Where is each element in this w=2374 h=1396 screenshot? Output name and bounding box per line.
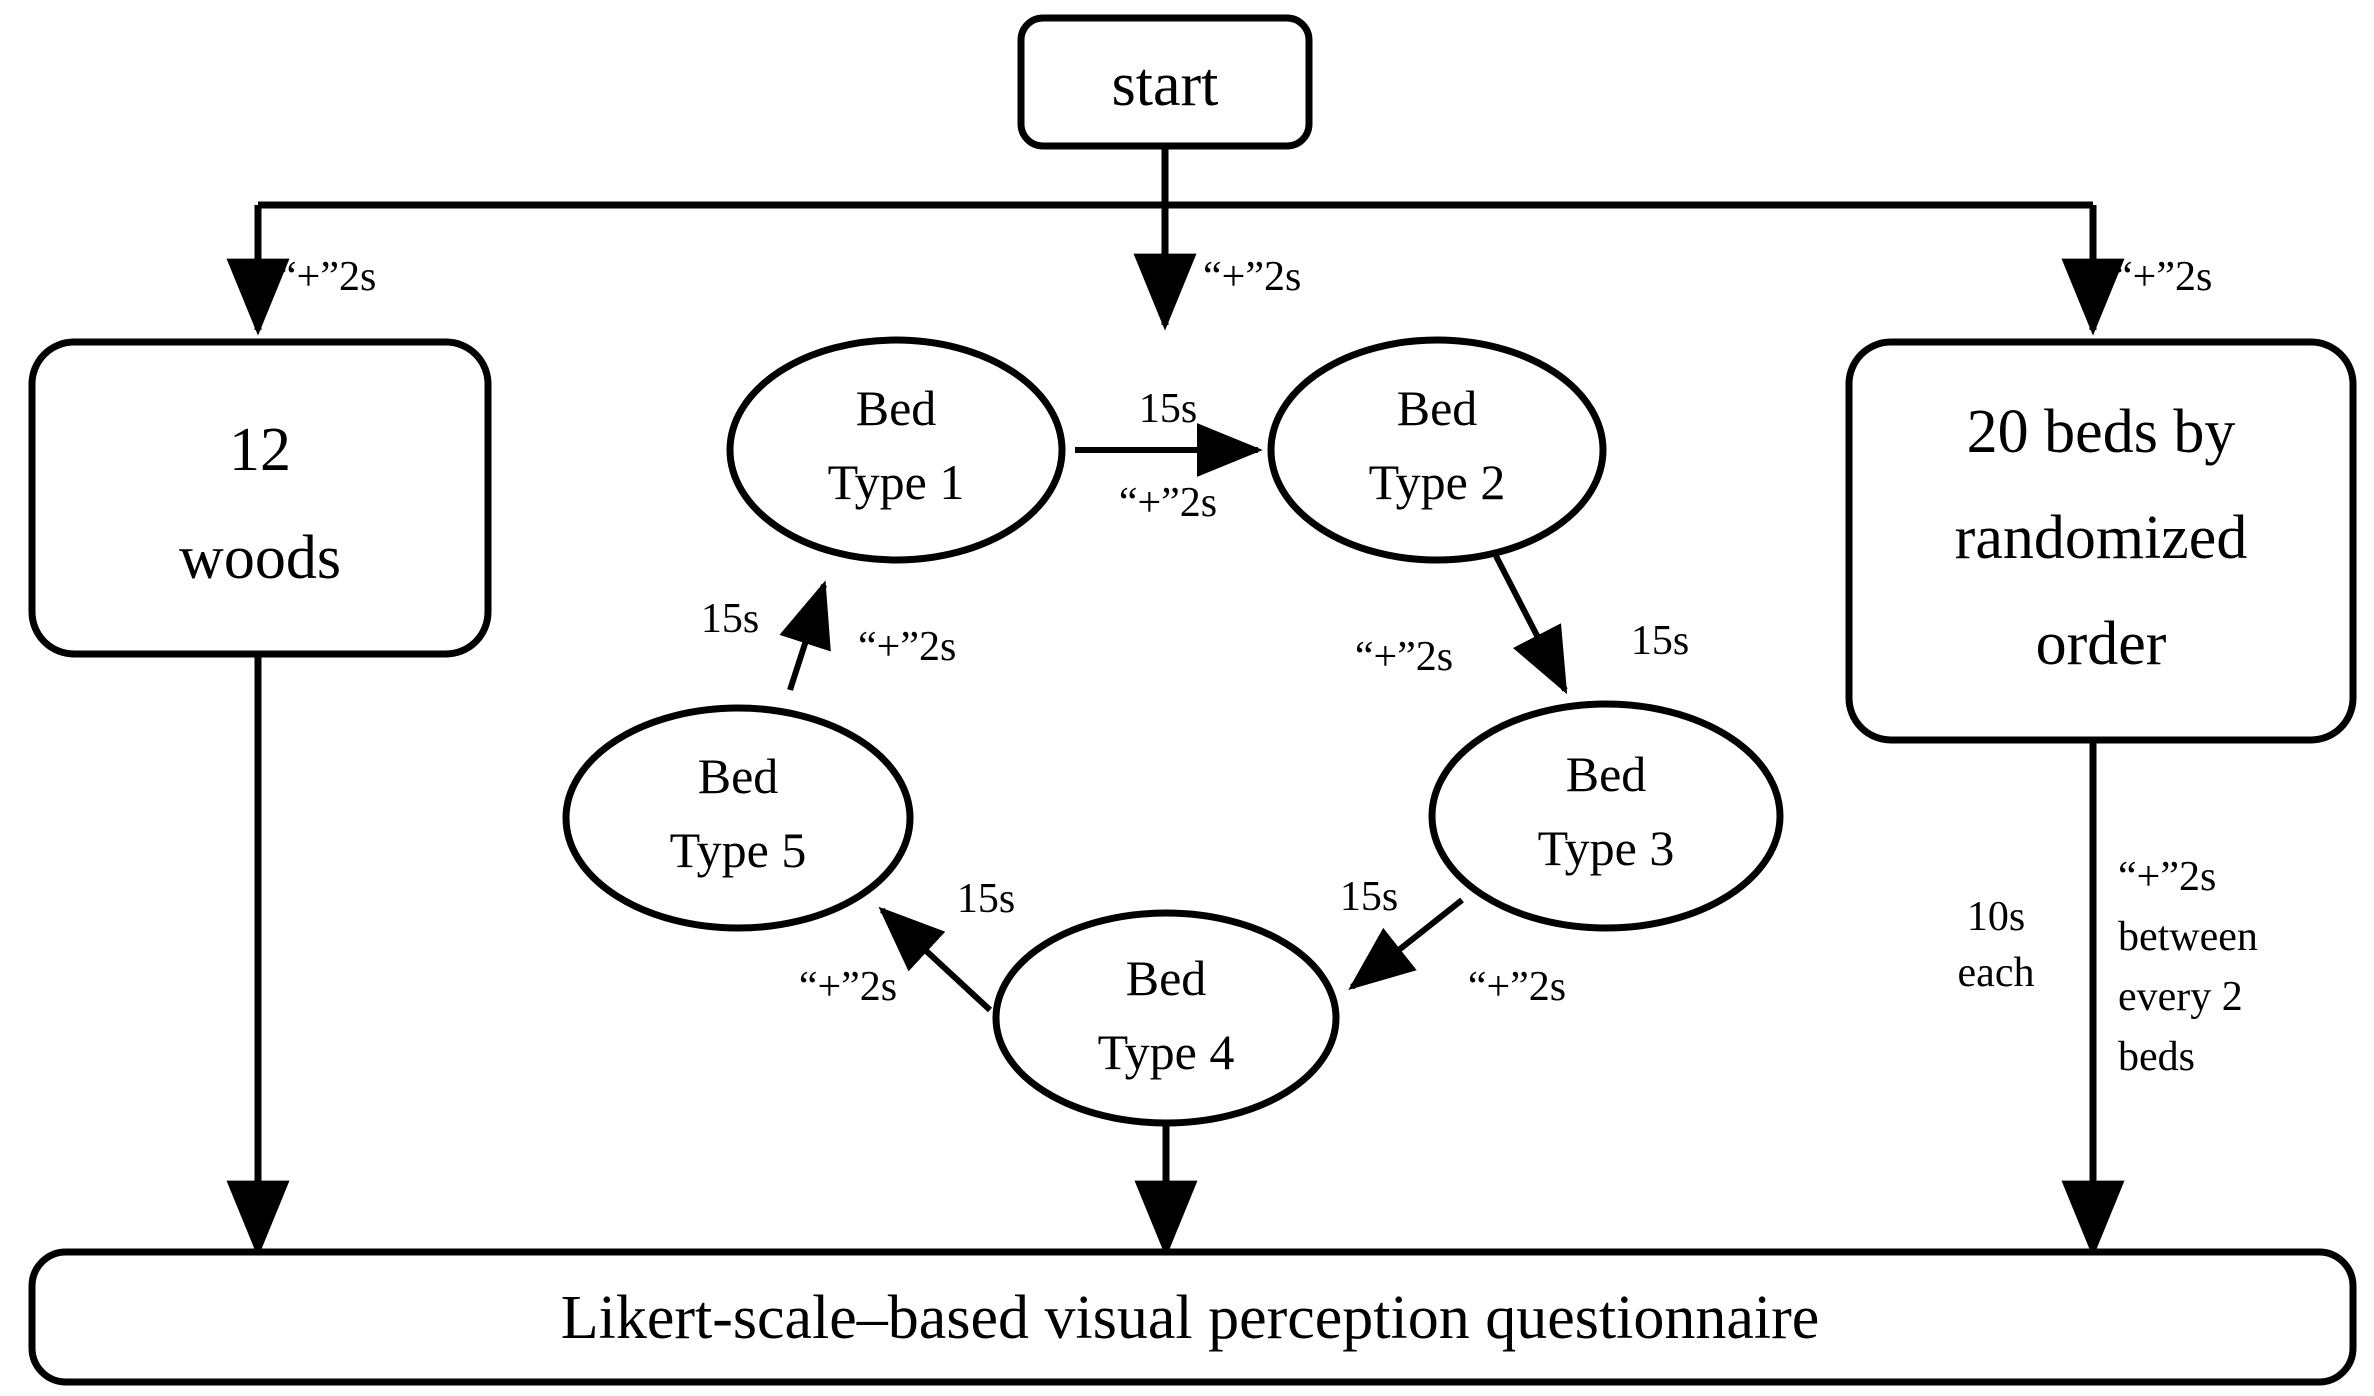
right-branch-duration-line2: each [1958,950,2035,996]
bottom-box-label: Likert-scale–based visual perception que… [561,1284,1819,1352]
bed-node-bed4-line1: Bed [1126,950,1207,1006]
edge-bed5-bed1-interval: “+”2s [858,624,956,670]
edge-bed2-bed3-interval: “+”2s [1355,634,1453,680]
right-box-shape [1845,338,2357,744]
right-box-line2: randomized [1955,504,2248,572]
bed-node-bed4-shape [992,909,1340,1127]
edge-bed3-bed4-arrow [1348,897,1464,990]
bed-node-bed1-line1: Bed [856,380,937,436]
edge-bed4-bed5-duration: 15s [957,876,1015,922]
right-branch-duration-note: 10s each [1958,894,2035,996]
start-node[interactable]: start [1017,14,1313,150]
edge-bed1-bed2-interval: “+”2s [1119,480,1217,526]
right-branch-duration-line1: 10s [1967,894,2025,940]
right-branch-interval-line2: between [2118,914,2258,960]
bed-node-bed1[interactable]: Bed Type 1 [726,336,1066,564]
left-box-shape [28,338,492,658]
edge-bed1-bed2-duration: 15s [1139,386,1197,432]
right-branch-interval-line4: beds [2118,1034,2195,1080]
start-node-label: start [1112,51,1219,119]
right-box-line3: order [2036,610,2167,678]
edge-bed4-bed5-interval: “+”2s [799,964,897,1010]
right-box-line1: 20 beds by [1967,398,2236,466]
left-box-line1: 12 [229,416,291,484]
bottom-box-questionnaire[interactable]: Likert-scale–based visual perception que… [28,1248,2357,1386]
right-box-20-beds[interactable]: 20 beds by randomized order [1845,338,2357,744]
bed-node-bed5[interactable]: Bed Type 5 [562,704,914,932]
bottom-box-shape [28,1248,2357,1386]
bed-node-bed5-line1: Bed [698,748,779,804]
bed-node-bed2-shape [1267,336,1607,564]
bed-node-bed2[interactable]: Bed Type 2 [1267,336,1607,564]
edge-bed3-bed4-interval: “+”2s [1468,964,1566,1010]
edge-bed5-bed1-arrow [779,580,831,691]
branch-left-label: “+”2s [278,254,376,300]
bed-node-bed5-line2: Type 5 [670,822,807,878]
left-box-line2: woods [179,524,341,592]
edge-bed2-bed3-duration: 15s [1631,618,1689,664]
bed-node-bed3-line2: Type 3 [1538,820,1675,876]
right-branch-interval-note: “+”2s between every 2 beds [2118,854,2258,1080]
edge-bed2-bed3-arrow [1493,554,1568,695]
bed-node-bed4-line2: Type 4 [1098,1024,1235,1080]
bed-node-bed3-line1: Bed [1566,746,1647,802]
bed-node-bed4[interactable]: Bed Type 4 [992,909,1340,1127]
branch-right-label: “+”2s [2114,254,2212,300]
right-branch-interval-line1: “+”2s [2118,854,2216,900]
bed-node-bed1-line2: Type 1 [828,454,965,510]
edge-bed4-bed5-arrow [878,906,993,1013]
bed-node-bed3-shape [1428,700,1784,932]
bed-node-bed5-shape [562,704,914,932]
bed-node-bed2-line2: Type 2 [1369,454,1506,510]
edge-bed5-bed1-duration: 15s [701,596,759,642]
right-branch-interval-line3: every 2 [2118,974,2243,1020]
bed-node-bed1-shape [726,336,1066,564]
bed-node-bed2-line1: Bed [1397,380,1478,436]
left-box-12-woods[interactable]: 12 woods [28,338,492,658]
edge-bed3-bed4-duration: 15s [1340,874,1398,920]
branch-center-label: “+”2s [1203,254,1301,300]
bed-node-bed3[interactable]: Bed Type 3 [1428,700,1784,932]
